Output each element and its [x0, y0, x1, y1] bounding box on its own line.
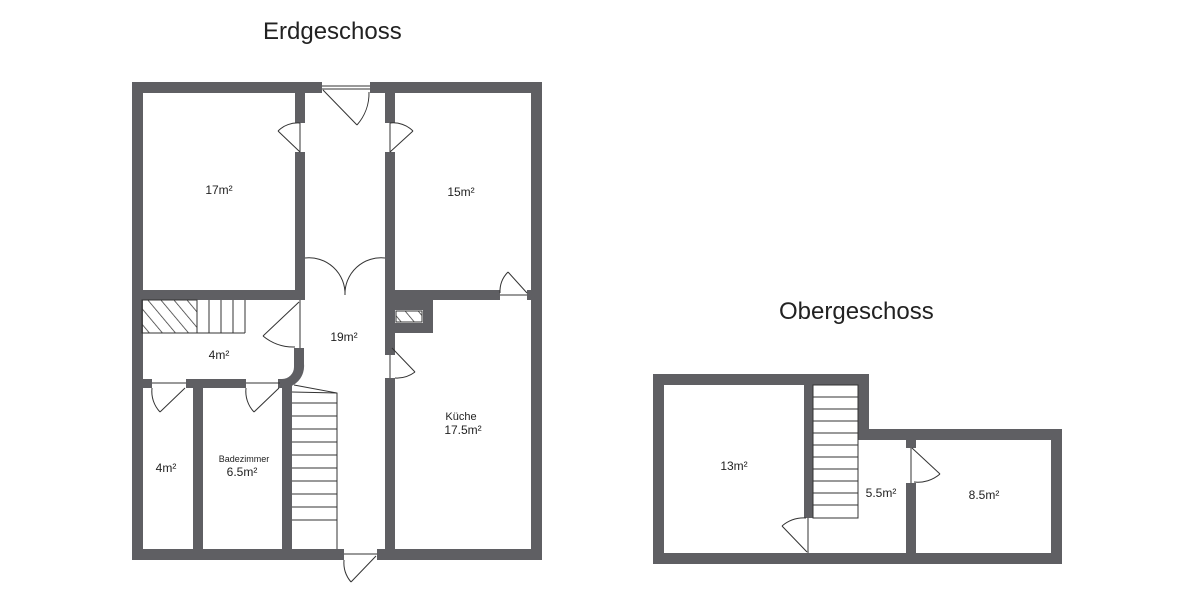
room-title: Badezimmer [219, 454, 270, 464]
room-label: 19m² [330, 330, 357, 344]
upper-floor-title: Obergeschoss [779, 298, 934, 325]
room-label: 4m² [209, 348, 230, 362]
room-label: 6.5m² [227, 465, 258, 479]
room-label: 17m² [205, 183, 232, 197]
room-label: 4m² [156, 461, 177, 475]
room-label: 17.5m² [444, 423, 481, 437]
upper-floor-stairs [812, 384, 859, 519]
ground-floor-plan [132, 82, 542, 560]
ground-floor-stairs [142, 300, 338, 549]
room-label: 8.5m² [969, 488, 1000, 502]
room-title: Küche [445, 411, 476, 423]
ground-floor-doors [151, 85, 528, 583]
ground-floor-title: Erdgeschoss [263, 18, 402, 45]
room-label: 13m² [720, 459, 747, 473]
room-label: 5.5m² [866, 486, 897, 500]
upper-floor-doors [781, 447, 941, 553]
upper-floor-plan [653, 374, 1062, 564]
room-label: 15m² [447, 185, 474, 199]
